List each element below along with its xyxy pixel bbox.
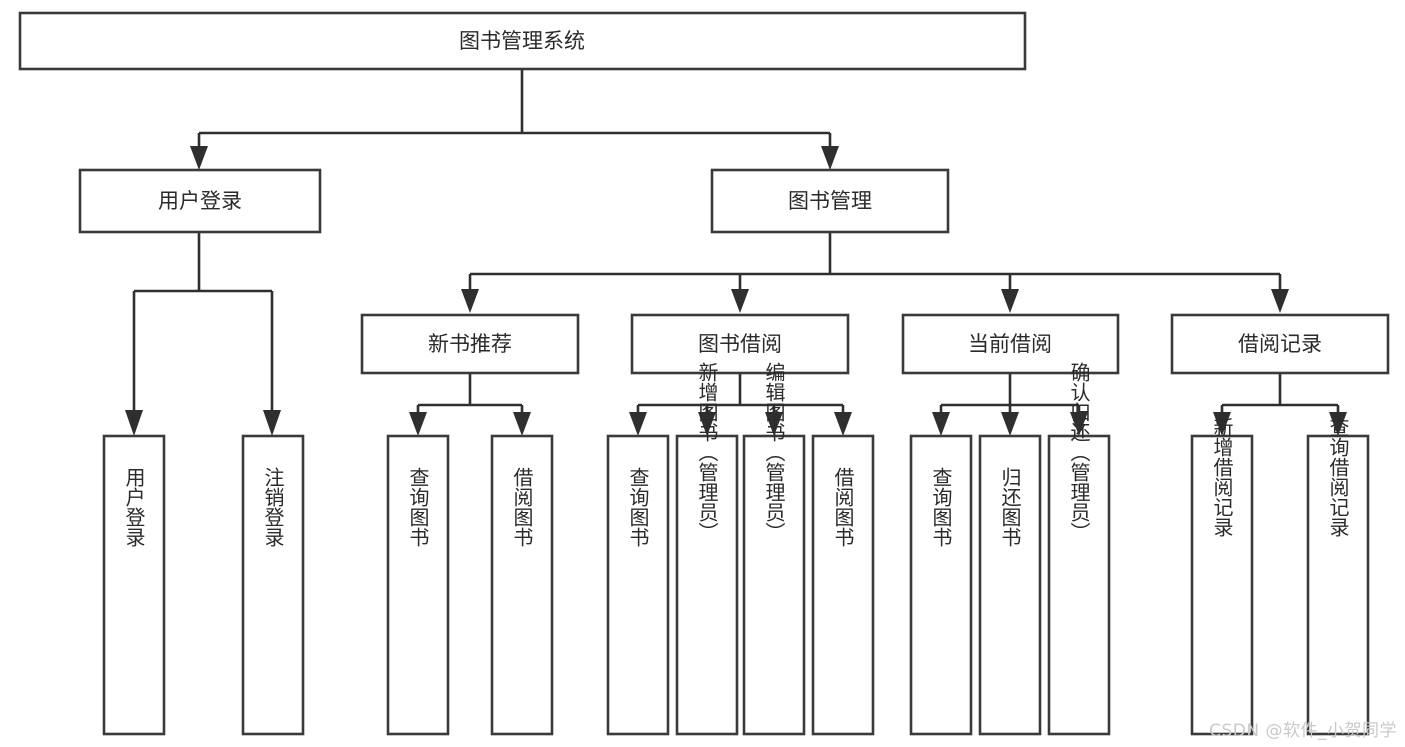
node-leaf-logout-login-label: 注销登录: [261, 467, 285, 547]
node-leaf-borrow-book-1-label: 借阅图书: [510, 467, 534, 547]
node-leaf-add-record-box[interactable]: [1190, 434, 1254, 736]
node-current-borrow-box[interactable]: [901, 313, 1120, 375]
arrow-head-leaf-borrow-book-2: [834, 412, 852, 436]
node-leaf-borrow-book-1-box[interactable]: [490, 434, 554, 736]
node-leaf-add-book-box[interactable]: [675, 434, 739, 736]
node-root[interactable]: 图书管理系统: [18, 11, 1027, 71]
arrow-head-leaf-return-book: [1001, 412, 1019, 436]
node-user-login-box[interactable]: [78, 168, 322, 234]
node-leaf-query-record[interactable]: 查询借阅记录: [1306, 417, 1370, 736]
arrow-head-leaf-logout-login: [263, 410, 281, 436]
node-leaf-borrow-book-2-label: 借阅图书: [831, 467, 855, 547]
node-book-borrow-box[interactable]: [630, 313, 850, 375]
node-leaf-user-login-box[interactable]: [102, 434, 166, 736]
arrow-head-book-borrow: [731, 289, 749, 313]
arrow-head-book-manage: [821, 146, 839, 170]
connector-borrow-record-to-leaves: [1213, 373, 1347, 436]
arrow-head-leaf-query-book-1: [409, 412, 427, 436]
node-leaf-return-book-label: 归还图书: [998, 467, 1022, 547]
arrow-head-new-book-rec: [461, 289, 479, 313]
arrow-head-user-login: [190, 146, 208, 170]
node-current-borrow[interactable]: 当前借阅: [901, 313, 1120, 375]
node-new-book-rec-box[interactable]: [360, 313, 580, 375]
arrow-head-leaf-add-book: [698, 412, 716, 436]
node-leaf-query-book-2[interactable]: 查询图书: [606, 434, 670, 736]
node-new-book-rec[interactable]: 新书推荐: [360, 313, 580, 375]
node-book-borrow[interactable]: 图书借阅: [630, 313, 850, 375]
connector-user-login-to-leaves: [125, 232, 281, 436]
arrow-head-leaf-query-book-3: [932, 412, 950, 436]
node-book-manage-label: 图书管理: [788, 189, 872, 213]
node-leaf-query-book-1[interactable]: 查询图书: [386, 434, 450, 736]
node-leaf-add-record[interactable]: 新增借阅记录: [1190, 417, 1254, 736]
node-leaf-user-login[interactable]: 用户登录: [102, 434, 166, 736]
node-leaf-edit-book-box[interactable]: [742, 434, 806, 736]
arrow-head-current-borrow: [1001, 289, 1019, 313]
arrow-head-leaf-edit-book: [765, 412, 783, 436]
node-book-manage[interactable]: 图书管理: [710, 168, 950, 234]
node-leaf-confirm-return-box[interactable]: [1047, 434, 1111, 736]
node-leaf-query-book-3-label: 查询图书: [929, 467, 953, 547]
node-borrow-record-box[interactable]: [1170, 313, 1390, 375]
node-leaf-edit-book-label: 编辑图书（管理员）: [762, 362, 786, 542]
node-leaf-confirm-return-label: 确认归还（管理员）: [1067, 362, 1091, 542]
arrow-head-leaf-query-book-2: [629, 412, 647, 436]
node-leaf-logout-login-box[interactable]: [241, 434, 305, 736]
node-leaf-query-book-3-box[interactable]: [909, 434, 973, 736]
arrow-head-borrow-record: [1271, 289, 1289, 313]
node-leaf-query-book-1-label: 查询图书: [406, 467, 430, 547]
node-leaf-query-record-label: 查询借阅记录: [1326, 417, 1350, 537]
connector-current-borrow-to-leaves: [932, 373, 1088, 436]
node-leaf-add-book-label: 新增图书（管理员）: [695, 362, 719, 542]
arrow-head-leaf-user-login: [125, 410, 143, 436]
node-borrow-record[interactable]: 借阅记录: [1170, 313, 1390, 375]
csdn-watermark: CSDN @软件_小贺同学: [1209, 721, 1397, 741]
node-leaf-borrow-book-1[interactable]: 借阅图书: [490, 434, 554, 736]
arrow-head-leaf-borrow-book-1: [513, 412, 531, 436]
node-leaf-add-record-label: 新增借阅记录: [1210, 417, 1234, 537]
node-root-label: 图书管理系统: [459, 29, 585, 53]
node-user-login-label: 用户登录: [158, 189, 242, 213]
node-leaf-query-book-2-box[interactable]: [606, 434, 670, 736]
node-leaf-borrow-book-2-box[interactable]: [811, 434, 875, 736]
node-book-manage-box[interactable]: [710, 168, 950, 234]
node-new-book-rec-label: 新书推荐: [428, 332, 512, 356]
node-user-login[interactable]: 用户登录: [78, 168, 322, 234]
connector-book-borrow-to-leaves: [629, 373, 852, 436]
arrow-head-leaf-add-record: [1213, 412, 1231, 436]
node-leaf-query-book-3[interactable]: 查询图书: [909, 434, 973, 736]
node-leaf-add-book[interactable]: 新增图书（管理员）: [675, 362, 739, 736]
node-leaf-query-record-box[interactable]: [1306, 434, 1370, 736]
node-leaf-borrow-book-2[interactable]: 借阅图书: [811, 434, 875, 736]
node-leaf-edit-book[interactable]: 编辑图书（管理员）: [742, 362, 806, 736]
node-borrow-record-label: 借阅记录: [1238, 332, 1322, 356]
node-leaf-return-book[interactable]: 归还图书: [978, 434, 1042, 736]
node-root-box[interactable]: [18, 11, 1027, 71]
arrow-head-leaf-confirm-return: [1070, 412, 1088, 436]
node-leaf-query-book-1-box[interactable]: [386, 434, 450, 736]
connector-new-book-rec-to-leaves: [409, 373, 531, 436]
connector-book-manage-to-level3: [461, 232, 1289, 313]
node-leaf-confirm-return[interactable]: 确认归还（管理员）: [1047, 362, 1111, 736]
arrow-head-leaf-query-record: [1329, 412, 1347, 436]
connector-root-to-level2: [190, 69, 839, 170]
node-leaf-query-book-2-label: 查询图书: [626, 467, 650, 547]
node-leaf-user-login-label: 用户登录: [122, 467, 146, 547]
node-leaf-logout-login[interactable]: 注销登录: [241, 434, 305, 736]
node-current-borrow-label: 当前借阅: [968, 332, 1052, 356]
node-leaf-return-book-box[interactable]: [978, 434, 1042, 736]
node-book-borrow-label: 图书借阅: [698, 332, 782, 356]
